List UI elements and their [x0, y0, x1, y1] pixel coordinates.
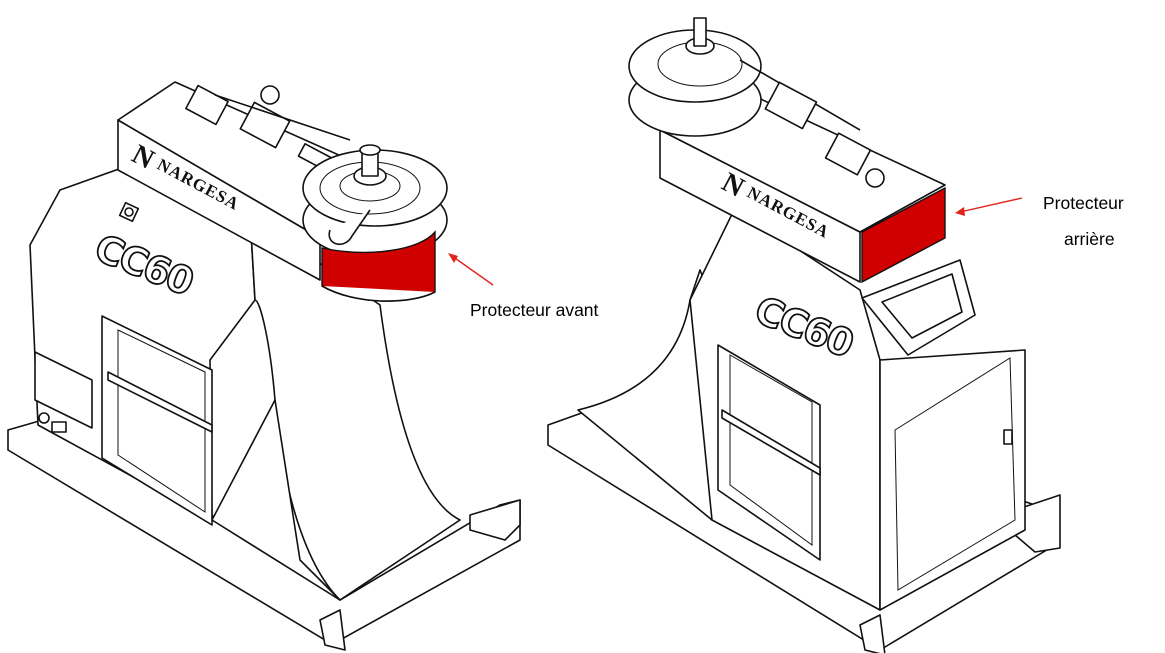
front-guard-rim	[321, 285, 436, 302]
front-machine-base-left-foot	[319, 609, 346, 651]
front-machine-connector	[51, 421, 67, 433]
rear-machine-cabinet-door	[894, 357, 1016, 591]
rear-machine-opening	[717, 344, 821, 561]
front-machine-clamp-block	[185, 84, 229, 126]
rear-machine-opening-inner	[729, 354, 813, 546]
rear-guard-label-line1: Protecteur	[1043, 193, 1124, 213]
front-machine-die-nut	[359, 144, 381, 156]
front-machine-handwheel	[260, 85, 280, 105]
rear-machine-base-left-foot	[859, 614, 886, 653]
rear-guard-arrow-head	[955, 207, 965, 216]
front-machine-die-arm	[328, 209, 371, 246]
front-guard-label: Protecteur avant	[470, 300, 599, 320]
machine-front-view: CC60 N NARGESA Protecteur avant	[7, 81, 599, 651]
front-machine-opening-shelf	[107, 371, 213, 433]
rear-machine-die-spindle	[693, 17, 707, 47]
front-machine-electrical-box	[34, 351, 93, 429]
rear-machine-slide-block	[764, 81, 818, 130]
rear-machine-screen	[881, 273, 963, 339]
front-machine-opening-inner	[117, 329, 206, 513]
front-machine-switch-knob	[124, 207, 134, 217]
front-guard-arrow-head	[448, 253, 458, 263]
rear-machine-opening-shelf	[721, 409, 821, 476]
rear-machine-pedestal-curve	[577, 269, 713, 521]
machine-rear-view: CC60 N NARGESA Protecteur arrière	[547, 17, 1124, 653]
front-machine-plug	[38, 412, 50, 424]
front-machine-inner-floor	[211, 399, 341, 601]
front-machine-base-right-foot	[469, 499, 521, 541]
rear-guard-arrow-line	[959, 197, 1023, 213]
rear-guard	[861, 186, 946, 284]
front-machine-pedestal-back	[249, 214, 461, 601]
front-machine-slide-block	[239, 101, 291, 149]
front-machine-rod	[214, 94, 351, 141]
rear-machine-clamp-block	[824, 132, 872, 176]
front-guard-arrow-line	[451, 255, 494, 286]
rear-machine-handwheel	[865, 168, 885, 188]
rear-machine-door-lock	[1003, 429, 1013, 445]
front-machine-opening	[101, 315, 213, 526]
rear-guard-label-line2: arrière	[1064, 229, 1115, 249]
rear-machine-cabinet	[879, 349, 1026, 611]
